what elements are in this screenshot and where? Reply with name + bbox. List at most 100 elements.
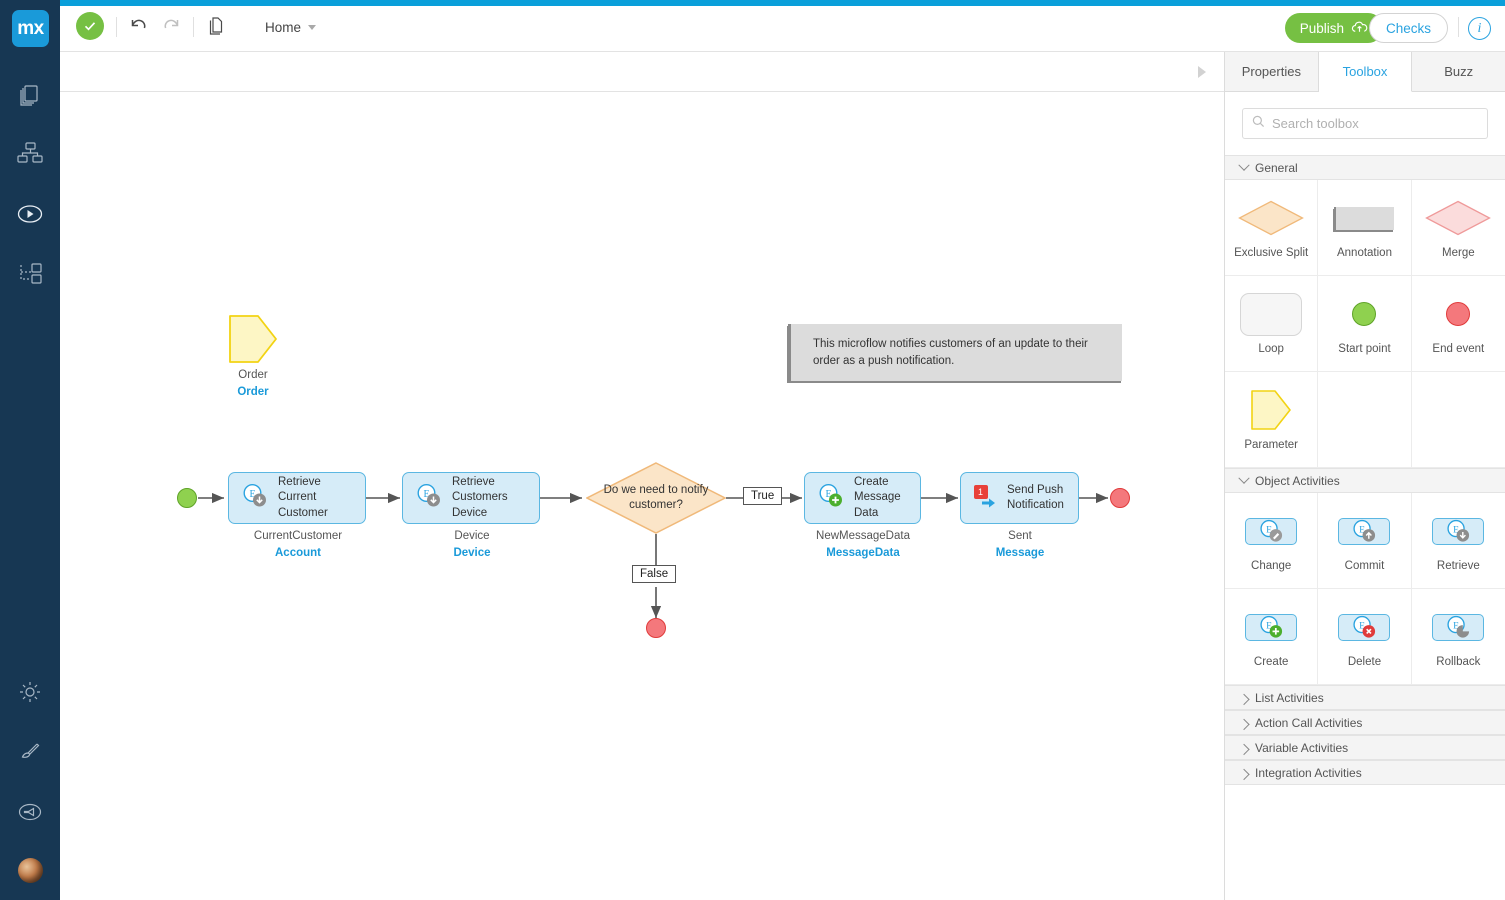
document-button[interactable] [203, 14, 229, 40]
toolbox-item-retrieve[interactable]: E Retrieve [1411, 493, 1505, 589]
sidebar-item-domain-model[interactable] [0, 132, 60, 176]
section-title-general: General [1255, 160, 1298, 175]
svg-text:E: E [1266, 620, 1272, 631]
tab-buzz[interactable]: Buzz [1412, 52, 1505, 91]
svg-text:E: E [1360, 620, 1366, 631]
sidebar-item-settings[interactable] [0, 670, 60, 714]
left-rail: mx [0, 0, 60, 900]
svg-text:E: E [249, 489, 255, 500]
redo-icon [161, 14, 183, 41]
annotation-note[interactable]: This microflow notifies customers of an … [788, 324, 1122, 382]
activity-create-message-data[interactable]: E Create Message Data NewMessageData Mes… [804, 472, 921, 559]
microflow-canvas[interactable]: Order Order This microflow notifies cust… [60, 92, 1224, 900]
toolbox-item-change[interactable]: E Change [1225, 493, 1319, 589]
start-event[interactable] [177, 488, 197, 508]
activity-commit-icon: E [1338, 509, 1391, 553]
microflows-icon [15, 201, 45, 227]
activity-entity-type: MessageData [826, 546, 900, 559]
search-input[interactable]: Search toolbox [1242, 108, 1488, 139]
toolbox-item-merge[interactable]: Merge [1411, 180, 1505, 276]
parameter-order[interactable]: Order Order [228, 314, 278, 398]
exclusive-split-decision[interactable]: Do we need to notify customer? [586, 462, 726, 534]
toolbox-label: Rollback [1436, 656, 1481, 668]
svg-text:E: E [1453, 620, 1459, 631]
tab-properties[interactable]: Properties [1225, 52, 1319, 91]
chevron-right-icon [1238, 718, 1250, 730]
expand-arrow-icon[interactable] [1198, 66, 1206, 78]
toolbox-item-start-point[interactable]: Start point [1318, 276, 1412, 372]
toolbox-item-annotation[interactable]: Annotation [1318, 180, 1412, 276]
end-event-false-branch[interactable] [646, 618, 666, 638]
undo-button[interactable] [125, 14, 151, 40]
svg-text:1: 1 [978, 487, 983, 497]
svg-text:E: E [423, 489, 429, 500]
activity-entity-type: Account [275, 546, 321, 559]
create-icon: E [817, 482, 844, 514]
checkmark-icon [82, 18, 98, 34]
toolbox-item-loop[interactable]: Loop [1225, 276, 1319, 372]
svg-text:E: E [1453, 524, 1459, 535]
section-title-integration-activities: Integration Activities [1255, 765, 1362, 780]
search-placeholder: Search toolbox [1272, 116, 1359, 131]
redo-button[interactable] [159, 14, 185, 40]
flow-connectors [198, 492, 1108, 618]
section-header-general[interactable]: General [1225, 155, 1505, 180]
activity-label: Send Push Notification [1007, 483, 1064, 511]
parameter-shape-icon [229, 315, 277, 363]
publish-button[interactable]: Publish [1284, 13, 1383, 43]
parameter-name: Order [238, 369, 268, 381]
toolbox-item-commit[interactable]: E Commit [1318, 493, 1412, 589]
activity-retrieve-customers-device[interactable]: E Retrieve Customers Device Device Devic… [402, 472, 540, 559]
sidebar-item-navigation[interactable] [0, 252, 60, 296]
circle-green-icon [1352, 292, 1377, 336]
flow-label-false[interactable]: False [632, 565, 677, 583]
mendix-logo[interactable]: mx [12, 10, 49, 47]
section-header-object-activities[interactable]: Object Activities [1225, 468, 1505, 493]
section-grid-object-activities: E Change E [1225, 493, 1505, 685]
toolbox-item-delete[interactable]: E Delete [1318, 589, 1412, 685]
validate-button[interactable] [76, 12, 104, 40]
home-dropdown[interactable]: Home [265, 13, 317, 41]
section-header-integration-activities[interactable]: Integration Activities [1225, 760, 1505, 785]
sidebar-item-styling[interactable] [0, 730, 60, 774]
tab-toolbox-label: Toolbox [1342, 64, 1388, 79]
annotation-text: This microflow notifies customers of an … [813, 338, 1088, 367]
sidebar-item-pages[interactable] [0, 72, 60, 116]
toolbox-item-create[interactable]: E Create [1225, 589, 1319, 685]
publish-label: Publish [1299, 20, 1344, 36]
avatar[interactable] [18, 858, 43, 883]
section-title-action-call-activities: Action Call Activities [1255, 715, 1363, 730]
end-event[interactable] [1110, 488, 1130, 508]
info-button[interactable]: i [1468, 17, 1491, 40]
toolbox-item-rollback[interactable]: E Rollback [1411, 589, 1505, 685]
retrieve-icon: E [415, 482, 442, 514]
activity-retrieve-current-customer[interactable]: E Retrieve Current Customer CurrentCusto… [228, 472, 366, 559]
svg-text:E: E [1266, 524, 1272, 535]
sidebar-item-feedback[interactable] [0, 790, 60, 834]
activity-send-push-notification[interactable]: 1 Send Push Notification Sent Message [960, 472, 1079, 559]
toolbox-item-empty-2 [1411, 372, 1505, 468]
toolbox-item-parameter[interactable]: Parameter [1225, 372, 1319, 468]
activity-create-icon: E [1245, 605, 1298, 649]
toolbox-item-exclusive-split[interactable]: Exclusive Split [1225, 180, 1319, 276]
tab-toolbox[interactable]: Toolbox [1318, 52, 1413, 92]
document-icon [206, 15, 226, 40]
chevron-down-icon [1238, 472, 1250, 484]
section-grid-general: Exclusive Split Annotation Merge [1225, 180, 1505, 468]
toolbox-label: Exclusive Split [1234, 247, 1309, 259]
activity-label: Retrieve Customers Device [452, 476, 508, 519]
toolbox-label: Retrieve [1436, 560, 1480, 572]
section-header-list-activities[interactable]: List Activities [1225, 685, 1505, 710]
toolbox-item-end-event[interactable]: End event [1411, 276, 1505, 372]
sidebar-item-microflows[interactable] [0, 192, 60, 236]
section-header-variable-activities[interactable]: Variable Activities [1225, 735, 1505, 760]
flow-label-false-text: False [640, 568, 669, 580]
svg-text:E: E [825, 489, 831, 500]
activity-variable-name: Sent [1008, 530, 1032, 542]
cloud-upload-icon [1351, 20, 1368, 37]
section-header-action-call-activities[interactable]: Action Call Activities [1225, 710, 1505, 735]
section-title-variable-activities: Variable Activities [1255, 740, 1349, 755]
checks-button[interactable]: Checks [1368, 13, 1448, 43]
flow-label-true[interactable]: True [743, 487, 783, 505]
chevron-down-icon [308, 24, 317, 30]
